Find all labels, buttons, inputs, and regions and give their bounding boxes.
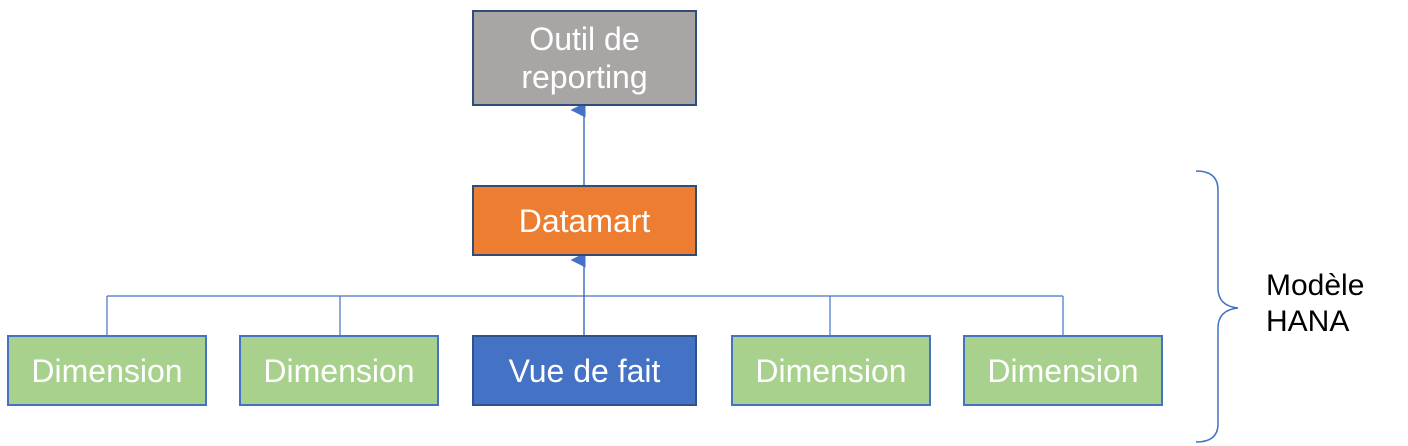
dimension-node-4: Dimension xyxy=(963,335,1163,406)
reporting-tool-node: Outil de reporting xyxy=(472,10,697,106)
dimension-node-1: Dimension xyxy=(7,335,207,406)
reporting-tool-label-line2: reporting xyxy=(521,59,648,95)
dimension-label: Dimension xyxy=(755,352,907,389)
dimension-node-3: Dimension xyxy=(731,335,931,406)
fact-view-label: Vue de fait xyxy=(508,352,661,389)
reporting-tool-label-line1: Outil de xyxy=(529,21,640,57)
fact-view-node: Vue de fait xyxy=(472,335,697,406)
hana-model-label: Modèle HANA xyxy=(1266,268,1364,340)
dimension-label: Dimension xyxy=(263,352,415,389)
hana-model-label-line2: HANA xyxy=(1266,305,1350,338)
hana-model-label-line1: Modèle xyxy=(1266,269,1365,302)
dimension-label: Dimension xyxy=(987,352,1139,389)
datamart-label: Datamart xyxy=(518,202,651,239)
group-brace xyxy=(1195,170,1239,443)
dimension-label: Dimension xyxy=(31,352,183,389)
dimension-node-2: Dimension xyxy=(239,335,439,406)
datamart-node: Datamart xyxy=(472,185,697,256)
